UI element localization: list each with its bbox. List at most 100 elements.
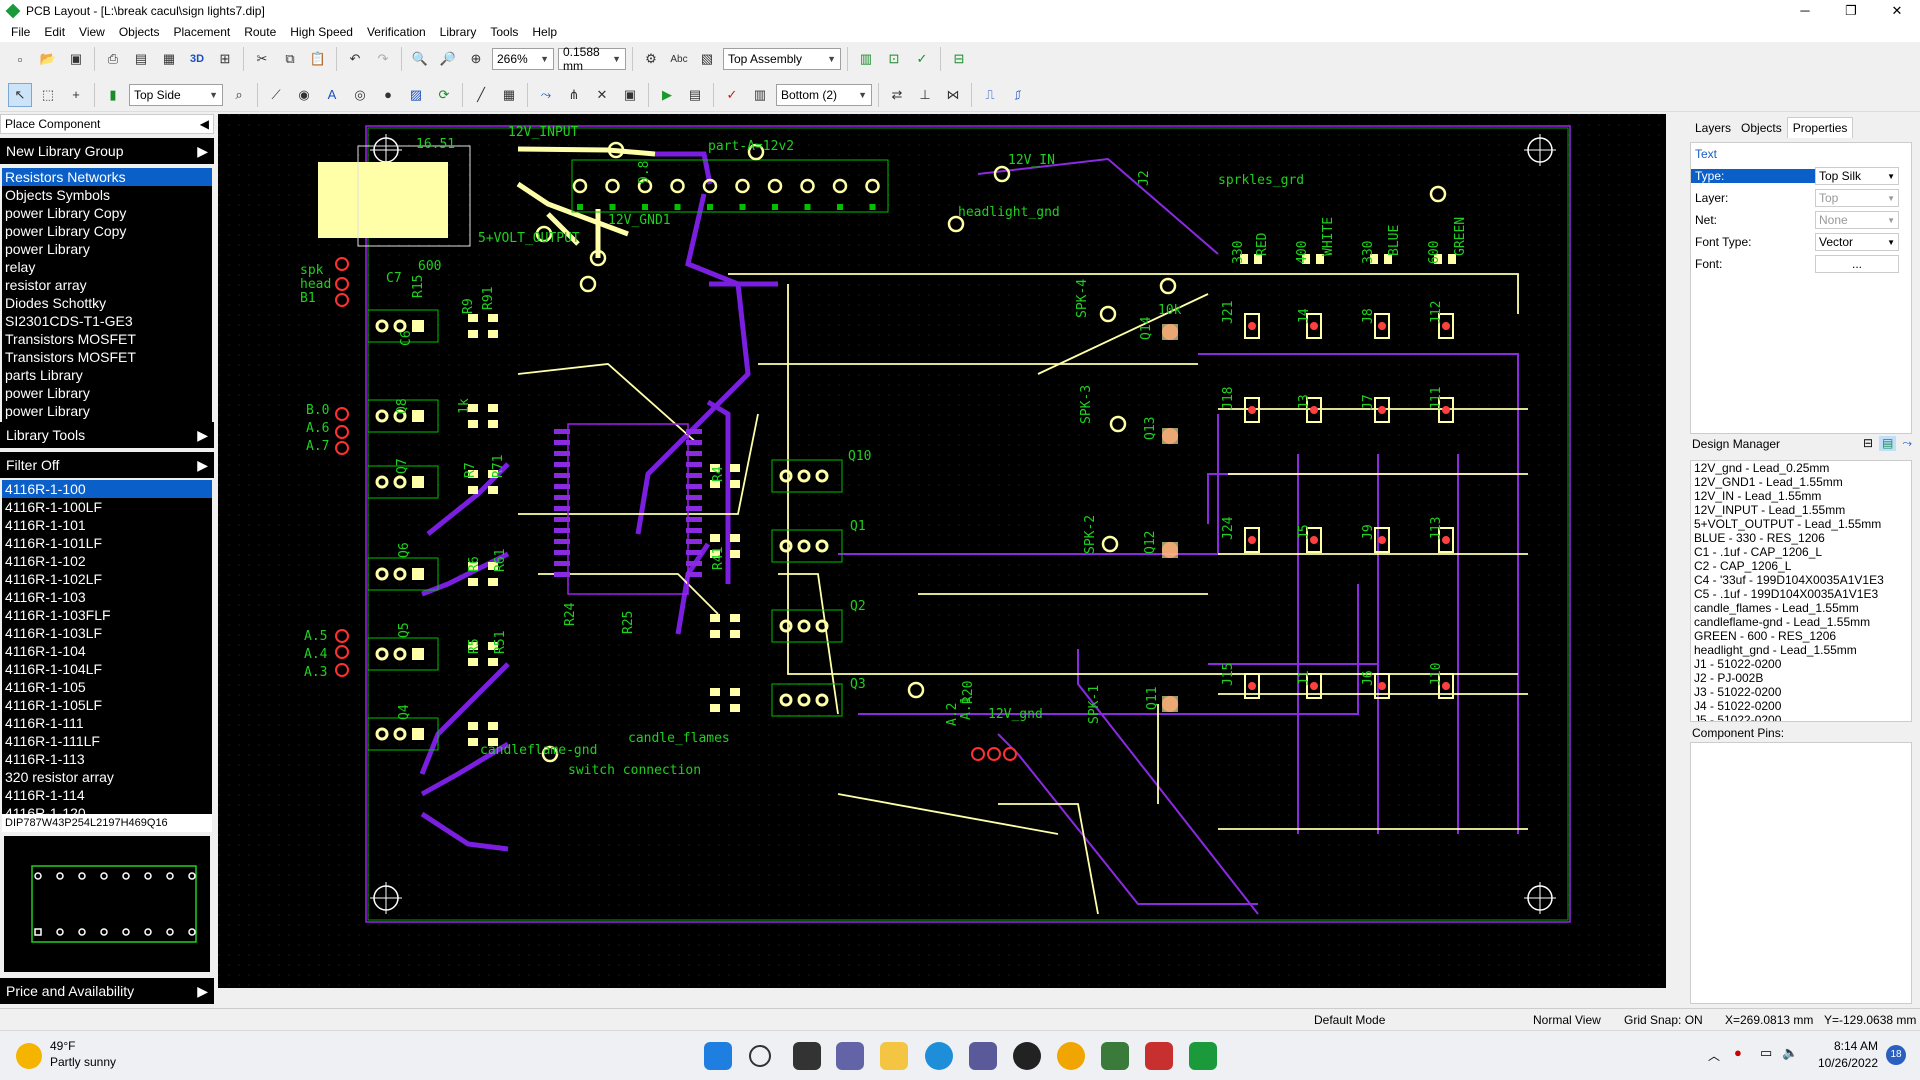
via-icon[interactable]: ◎ — [354, 86, 366, 102]
app-red-icon[interactable] — [1145, 1042, 1173, 1070]
library-tools-button[interactable]: Library Tools▶ — [0, 422, 214, 448]
autoroute-settings-icon[interactable]: ▤ — [688, 86, 702, 102]
clipboard-icon[interactable]: ▣ — [623, 86, 637, 102]
3d-view-icon[interactable]: 3D — [189, 53, 205, 65]
minimize-button[interactable]: ─ — [1800, 3, 1810, 18]
signal-icon[interactable]: ⎎ — [1014, 86, 1022, 102]
tab-objects[interactable]: Objects — [1741, 121, 1782, 135]
design-manager-list[interactable]: 12V_gnd - Lead_0.25mm 12V_GND1 - Lead_1.… — [1690, 460, 1912, 722]
list-item[interactable]: 4116R-1-105 — [5, 679, 86, 695]
list-item[interactable]: C2 - CAP_1206_L — [1694, 559, 1792, 573]
filter-button[interactable]: Filter Off▶ — [0, 452, 214, 478]
component-pins-list[interactable] — [1690, 742, 1912, 1004]
list-item[interactable]: 12V_gnd - Lead_0.25mm — [1694, 461, 1830, 475]
table-icon[interactable]: ▦ — [502, 86, 516, 102]
align-icon[interactable]: ⊥ — [919, 86, 931, 102]
export-gerber-icon[interactable]: ▥ — [859, 51, 873, 66]
library-group-list[interactable]: Resistors Networks Objects Symbols power… — [2, 168, 212, 428]
properties-icon[interactable]: ⚙ — [645, 51, 657, 66]
list-item[interactable]: power Library — [5, 241, 90, 257]
menu-high-speed[interactable]: High Speed — [290, 25, 353, 39]
order-icon[interactable]: ⊟ — [953, 51, 965, 66]
text-tool-icon[interactable]: A — [327, 87, 337, 102]
list-item[interactable]: power Library Copy — [5, 205, 127, 221]
list-item[interactable]: 4116R-1-104 — [5, 643, 86, 659]
list-item[interactable]: 4116R-1-105LF — [5, 697, 103, 713]
list-item[interactable]: 4116R-1-113 — [5, 751, 85, 767]
maximize-button[interactable]: ❐ — [1845, 3, 1857, 18]
list-item[interactable]: power Library — [5, 385, 90, 401]
rotate-icon[interactable]: ⟳ — [438, 86, 450, 102]
app-tool-icon[interactable] — [1101, 1042, 1129, 1070]
list-item[interactable]: Transistors MOSFET — [5, 331, 136, 347]
close-button[interactable]: ✕ — [1891, 3, 1903, 18]
list-item[interactable]: SI2301CDS-T1-GE3 — [5, 313, 133, 329]
new-file-icon[interactable]: ▫ — [17, 51, 23, 67]
collapse-icon[interactable]: ◀ — [199, 117, 209, 131]
netlist-icon[interactable]: ⊡ — [888, 51, 900, 66]
pcb-app-icon[interactable] — [1189, 1042, 1217, 1070]
select-box-icon[interactable]: ⬚ — [41, 86, 55, 102]
list-item[interactable]: C5 - .1uf - 199D104X0035A1V1E3 — [1694, 587, 1879, 601]
price-availability-button[interactable]: Price and Availability▶ — [0, 978, 214, 1004]
list-item[interactable]: Diodes Schottky — [5, 295, 107, 311]
app-circle-icon[interactable] — [1013, 1042, 1041, 1070]
redo-icon[interactable]: ↷ — [377, 51, 389, 66]
pcb-drawing[interactable]: 12V_INPUTpart-A=12v212V_IN12V_GND15+VOLT… — [218, 114, 1666, 988]
connect-icon[interactable]: ⤳ — [1902, 436, 1912, 450]
list-item[interactable]: 4116R-1-101LF — [5, 535, 103, 551]
search-icon[interactable] — [749, 1045, 771, 1067]
layer-select[interactable]: Top▼ — [1815, 189, 1899, 207]
list-item[interactable]: 4116R-1-104LF — [5, 661, 103, 677]
list-item[interactable]: candle_flames - Lead_1.55mm — [1694, 601, 1859, 615]
zoom-out-icon[interactable]: 🔎 — [439, 51, 457, 66]
list-item[interactable]: 4116R-1-111 — [5, 715, 84, 731]
tab-layers[interactable]: Layers — [1695, 121, 1732, 135]
store-icon[interactable] — [969, 1042, 997, 1070]
open-folder-icon[interactable]: 📂 — [39, 51, 57, 66]
list-item[interactable]: 4116R-1-100LF — [5, 499, 103, 515]
print-preview-icon[interactable]: ▤ — [134, 51, 148, 66]
view-mode-select[interactable]: Top Assembly▼ — [723, 48, 841, 70]
list-item[interactable]: J1 - 51022-0200 — [1694, 657, 1782, 671]
chat-icon[interactable] — [836, 1042, 864, 1070]
polygon-icon[interactable]: ▨ — [409, 86, 423, 102]
fanout-icon[interactable]: ⋔ — [568, 86, 580, 102]
list-item[interactable]: 4116R-1-103 — [5, 589, 86, 605]
list-item[interactable]: 4116R-1-103LF — [5, 625, 103, 641]
help-app-icon[interactable] — [1057, 1042, 1085, 1070]
check-icon[interactable]: ✓ — [726, 86, 738, 102]
menu-placement[interactable]: Placement — [173, 25, 231, 39]
top-layer-select[interactable]: Top Side▼ — [129, 83, 223, 106]
list-item[interactable]: Transistors MOSFET — [5, 349, 136, 365]
font-button[interactable]: ... — [1815, 255, 1899, 273]
calculator-icon[interactable]: ▦ — [162, 51, 176, 66]
crosshair-icon[interactable]: + — [72, 87, 80, 102]
wire-icon[interactable]: ⟋ — [271, 86, 281, 102]
list-item[interactable]: power Library — [5, 403, 90, 419]
start-icon[interactable] — [704, 1042, 732, 1070]
find-icon[interactable]: ⌕ — [235, 86, 243, 102]
menu-route[interactable]: Route — [244, 25, 277, 39]
list-item[interactable]: 4116R-1-101 — [5, 517, 86, 533]
component-list[interactable]: 4116R-1-100 4116R-1-100LF 4116R-1-101 41… — [2, 480, 212, 814]
undo-icon[interactable]: ↶ — [349, 51, 361, 66]
list-item[interactable]: J4 - 51022-0200 — [1694, 699, 1782, 713]
list-item[interactable]: headlight_gnd - Lead_1.55mm — [1694, 643, 1857, 657]
tab-properties[interactable]: Properties — [1786, 117, 1854, 138]
net-select[interactable]: None▼ — [1815, 211, 1899, 229]
layer-color-icon[interactable]: ▮ — [109, 86, 117, 102]
list-item[interactable]: Objects Symbols — [5, 187, 111, 203]
list-item[interactable]: 4116R-1-100 — [2, 480, 212, 498]
list-item[interactable]: 4116R-1-103FLF — [5, 607, 111, 623]
list-item[interactable]: 4116R-1-102 — [5, 553, 86, 569]
tune-icon[interactable]: ⋈ — [946, 86, 960, 102]
list-item[interactable]: 12V_IN - Lead_1.55mm — [1694, 489, 1822, 503]
list-item[interactable]: relay — [5, 259, 36, 275]
list-item[interactable]: J5 - 51022-0200 — [1694, 713, 1782, 722]
list-icon[interactable]: ▤ — [1879, 436, 1897, 451]
volume-icon[interactable]: 🔈 — [1782, 1045, 1799, 1060]
cut-icon[interactable]: ✂ — [256, 51, 268, 66]
menu-view[interactable]: View — [79, 25, 105, 39]
menu-objects[interactable]: Objects — [118, 25, 160, 39]
